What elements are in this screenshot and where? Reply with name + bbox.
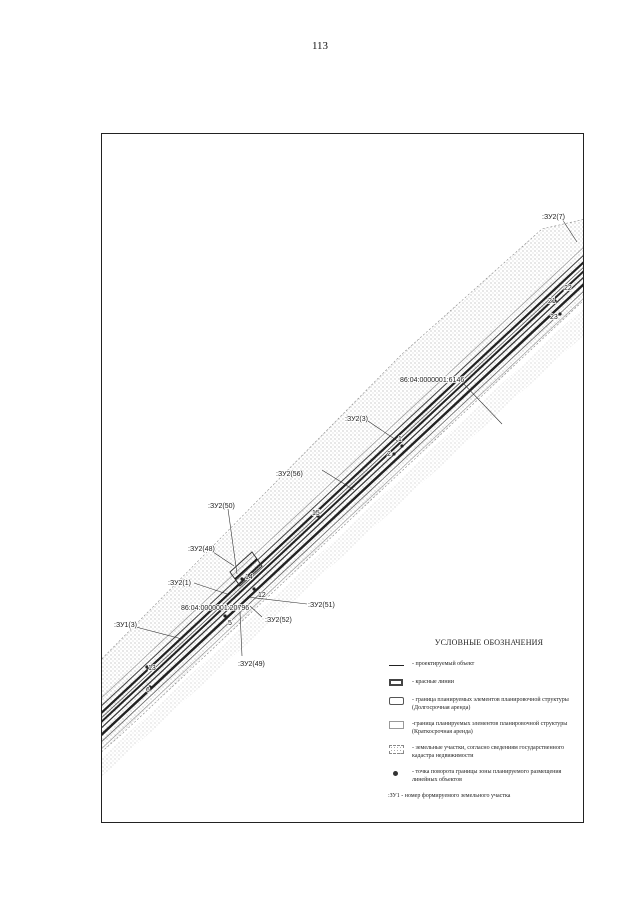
point-23: 23: [550, 314, 558, 321]
map-frame: :ЗУ2(7) 86:04:0000001:6146 :ЗУ2(3) :ЗУ2(…: [101, 133, 584, 823]
label-zu2-49: :ЗУ2(49): [238, 661, 265, 668]
label-zu2-52: :ЗУ2(52): [265, 617, 292, 624]
legend-item-long-term: - граница планируемых элементов планиров…: [388, 697, 580, 712]
legend: УСЛОВНЫЕ ОБОЗНАЧЕНИЯ - проектируемый объ…: [388, 638, 580, 810]
legend-text: :ЗУ1 - номер формируемого земельного уча…: [388, 793, 511, 799]
legend-item-turn-point: - точка поворота границы зоны планируемо…: [388, 769, 580, 784]
point-numbers: 21 22 23 1 2 15 14 12 5 13 6: [145, 284, 572, 694]
label-zu2-50: :ЗУ2(50): [208, 503, 235, 510]
label-zu2-51: :ЗУ2(51): [308, 602, 335, 609]
legend-item-plot-number: :ЗУ1 - номер формируемого земельного уча…: [388, 793, 580, 801]
point-5: 5: [228, 620, 232, 627]
legend-item-planned-object: - проектируемый объект: [388, 661, 580, 670]
parcel-symbol: [388, 745, 408, 754]
planned-line-symbol: [388, 661, 408, 670]
legend-text: - проектируемый объект: [412, 661, 475, 667]
map-canvas: :ЗУ2(7) 86:04:0000001:6146 :ЗУ2(3) :ЗУ2(…: [102, 213, 583, 776]
parcel-band: [102, 219, 583, 752]
legend-title: УСЛОВНЫЕ ОБОЗНАЧЕНИЯ: [434, 638, 544, 647]
point-6: 6: [146, 687, 150, 694]
label-zu2-48: :ЗУ2(48): [188, 546, 215, 553]
point-2: 2: [387, 451, 391, 458]
label-zu1-3: :ЗУ1(3): [114, 622, 137, 629]
long-term-boundary-symbol: [388, 697, 408, 706]
legend-item-red-lines: - красные линии: [388, 679, 580, 688]
crossing-block: [229, 551, 263, 587]
label-zu2-1: :ЗУ2(1): [168, 580, 191, 587]
point-12: 12: [258, 592, 266, 599]
short-term-boundary-symbol: [388, 721, 408, 730]
label-zu2-56: :ЗУ2(56): [276, 471, 303, 478]
label-cadastral-upper: 86:04:0000001:6146: [400, 377, 464, 384]
map-labels: :ЗУ2(7) 86:04:0000001:6146 :ЗУ2(3) :ЗУ2(…: [113, 213, 566, 669]
legend-text: - земельные участки, согласно сведениям …: [412, 745, 565, 759]
page-number: 113: [311, 40, 329, 52]
leader-lines: [131, 218, 578, 657]
turn-point-symbol: [388, 769, 408, 778]
legend-item-short-term: -граница планируемых элементов планирово…: [388, 721, 580, 736]
point-15: 15: [312, 510, 320, 517]
legend-text: -граница планируемых элементов планирово…: [412, 721, 568, 735]
planned-object-lines: [102, 247, 583, 749]
parcel-band-lower: [102, 307, 583, 776]
point-22: 22: [564, 285, 572, 292]
label-zu2-7: :ЗУ2(7): [542, 214, 565, 221]
legend-text: - точка поворота границы зоны планируемо…: [412, 769, 562, 783]
point-1: 1: [398, 436, 402, 443]
label-zu2-3: :ЗУ2(3): [345, 416, 368, 423]
label-cadastral-lower: 86:04:0000001:20796: [181, 605, 249, 612]
point-13: 13: [148, 665, 156, 672]
legend-item-parcels: - земельные участки, согласно сведениям …: [388, 745, 580, 760]
red-line-symbol: [388, 679, 408, 688]
point-14: 14: [245, 574, 253, 581]
legend-text: - граница планируемых элементов планиров…: [412, 697, 569, 711]
point-21: 21: [548, 298, 556, 305]
legend-text: - красные линии: [412, 679, 454, 685]
turn-points: [145, 299, 562, 689]
